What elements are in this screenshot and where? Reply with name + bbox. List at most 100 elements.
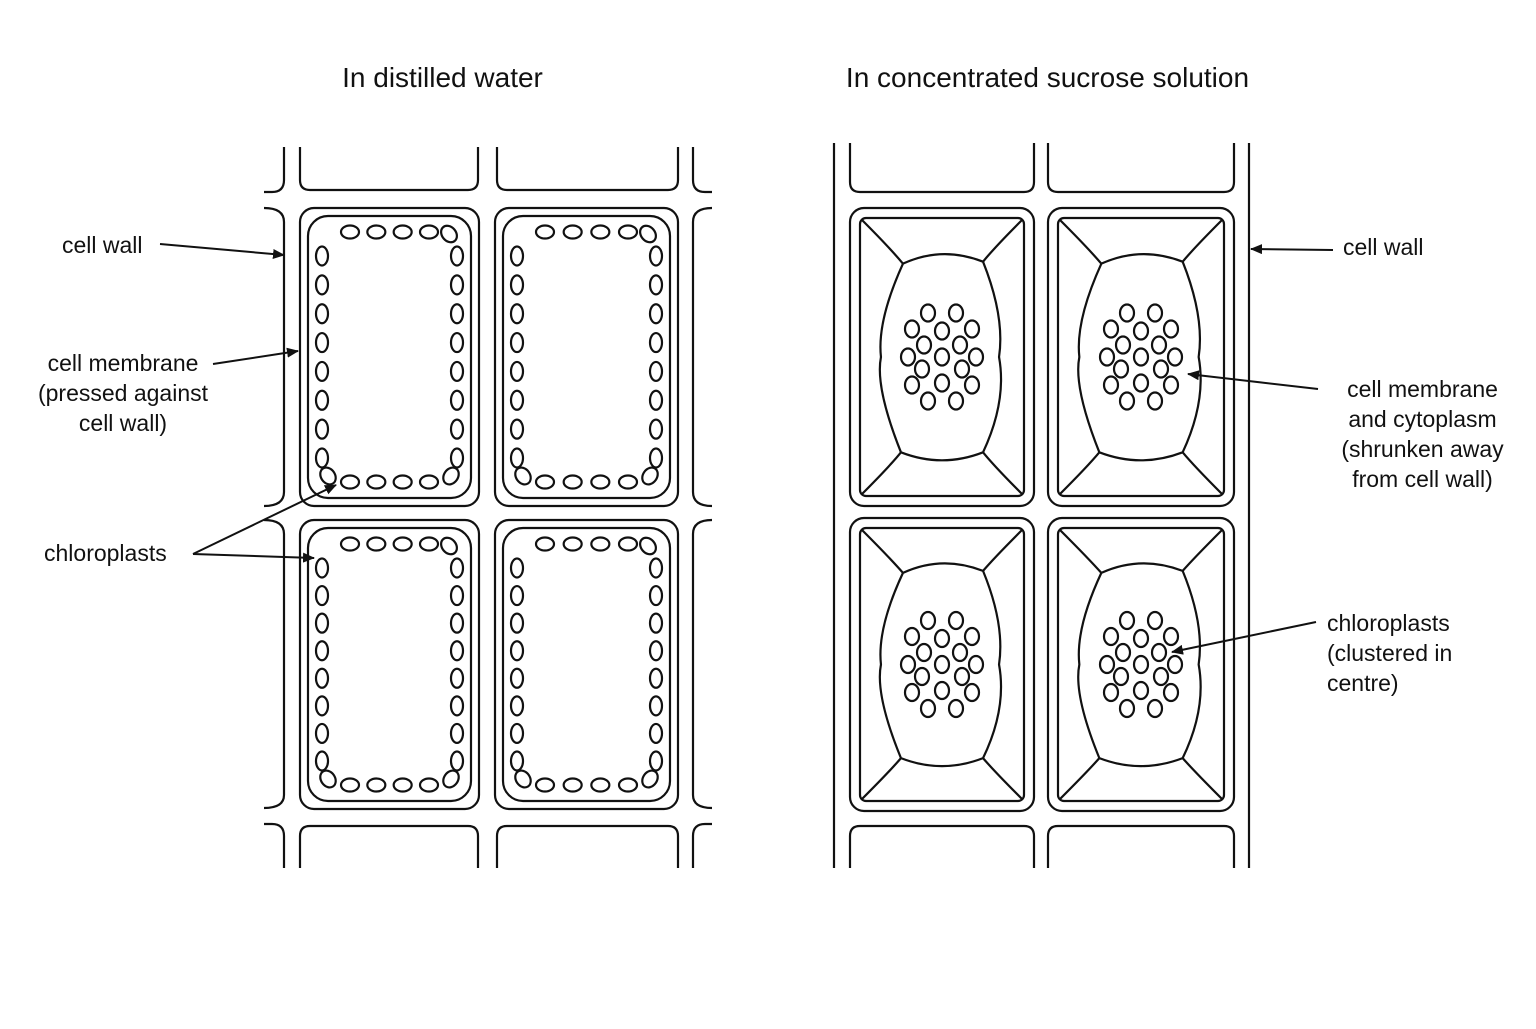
chloroplast <box>899 654 917 675</box>
cell-membrane-1 <box>306 214 473 500</box>
chloroplast <box>449 274 465 296</box>
chloroplast <box>617 474 639 490</box>
chloroplast <box>440 224 458 244</box>
chloroplast <box>509 667 525 689</box>
chloroplast <box>509 750 525 772</box>
chloroplast <box>442 769 460 789</box>
chloroplast <box>339 474 361 490</box>
chloroplast <box>1162 319 1180 339</box>
chloroplast <box>903 319 921 339</box>
chloroplast <box>947 610 965 631</box>
chloroplast <box>1132 628 1150 649</box>
chloroplast <box>509 274 525 296</box>
chloroplast <box>449 447 465 469</box>
chloroplast <box>509 557 525 579</box>
chloroplast <box>947 698 965 719</box>
inner-cell-wall-6 <box>1056 216 1226 498</box>
chloroplast <box>933 628 951 649</box>
inner-cell-wall-7 <box>858 526 1026 803</box>
chloroplast <box>1112 666 1130 687</box>
chloroplast <box>562 224 583 240</box>
chloroplast <box>1162 626 1180 647</box>
chloroplast <box>933 680 951 701</box>
chloroplast <box>314 584 330 607</box>
chloroplast <box>509 640 525 662</box>
chloroplast <box>617 777 639 793</box>
cytoplasm-strand <box>1181 451 1223 495</box>
chloroplast <box>339 536 361 552</box>
right-cell-membrane-line-3: (shrunken away <box>1341 436 1504 462</box>
chloroplast <box>947 391 965 411</box>
cell-wall-3 <box>298 518 481 811</box>
chloroplast <box>648 584 664 607</box>
chloroplast <box>915 335 933 355</box>
chloroplast <box>392 224 413 240</box>
chloroplast <box>963 682 981 703</box>
right-chloroplasts-line-2: (clustered in <box>1327 640 1453 666</box>
chloroplast <box>418 536 440 552</box>
partial-cell-bottom-2 <box>495 824 680 868</box>
left-cell-membrane-line-2: (pressed against <box>37 380 209 406</box>
chloroplast <box>449 557 465 579</box>
partial-cell-bottom-3 <box>848 824 1036 868</box>
chloroplast <box>1132 680 1150 701</box>
chloroplast <box>913 666 931 687</box>
chloroplast <box>1114 335 1132 355</box>
chloroplast <box>933 321 951 341</box>
right-cell-wall-label: cell wall <box>1343 234 1424 260</box>
chloroplast <box>639 536 657 556</box>
right-neighbour-wall-upper <box>691 206 713 508</box>
left-cell-wall-label: cell wall <box>62 232 143 258</box>
chloroplast <box>1102 375 1120 395</box>
chloroplast <box>418 224 440 240</box>
chloroplast <box>366 536 387 552</box>
chloroplast <box>648 612 664 634</box>
cell-wall-4 <box>493 518 680 811</box>
cell-wall-7 <box>848 516 1036 813</box>
chloroplast <box>639 224 657 244</box>
chloroplast <box>392 777 413 793</box>
chloroplast <box>1118 303 1136 323</box>
chloroplast <box>648 389 664 411</box>
chloroplast <box>1098 654 1116 675</box>
partial-cell-top-left-edge <box>264 147 286 194</box>
cytoplasm-strand <box>861 219 904 265</box>
cytoplasm-strand <box>1059 529 1103 574</box>
chloroplast <box>449 612 465 634</box>
inner-cell-wall-5 <box>858 216 1026 498</box>
chloroplast <box>418 474 440 490</box>
chloroplast <box>903 626 921 647</box>
cytoplasm-strand <box>982 451 1023 495</box>
right-neighbour-wall-lower <box>691 518 713 810</box>
right-cell-membrane-line-4: from cell wall) <box>1352 466 1493 492</box>
left-cell-membrane-line-3: cell wall) <box>78 410 168 436</box>
chloroplast <box>967 654 985 675</box>
chloroplast <box>449 360 465 383</box>
chloroplast <box>590 777 611 793</box>
cytoplasm-strand <box>982 757 1023 800</box>
chloroplast <box>314 274 330 296</box>
chloroplast <box>339 777 361 793</box>
cytoplasm-strand <box>982 529 1023 572</box>
chloroplast <box>1102 682 1120 703</box>
chloroplast <box>314 331 330 354</box>
chloroplast <box>903 682 921 703</box>
chloroplast <box>1114 642 1132 663</box>
left-cell-wall-arrow <box>159 243 285 260</box>
chloroplast <box>314 418 330 440</box>
chloroplast <box>919 698 937 719</box>
chloroplast <box>534 224 556 240</box>
chloroplast <box>648 667 664 689</box>
chloroplast <box>1146 698 1164 719</box>
chloroplast <box>449 695 465 717</box>
cytoplasm-strand <box>1059 757 1101 800</box>
cytoplasm-strand <box>861 757 902 800</box>
chloroplast <box>1118 391 1136 411</box>
left-cell-membrane-arrow <box>212 347 299 365</box>
chloroplast <box>319 466 337 486</box>
chloroplast <box>1118 610 1136 631</box>
chloroplast <box>514 466 532 486</box>
chloroplast <box>509 360 525 383</box>
cytoplasm-strand <box>1181 757 1223 800</box>
chloroplast <box>366 224 387 240</box>
